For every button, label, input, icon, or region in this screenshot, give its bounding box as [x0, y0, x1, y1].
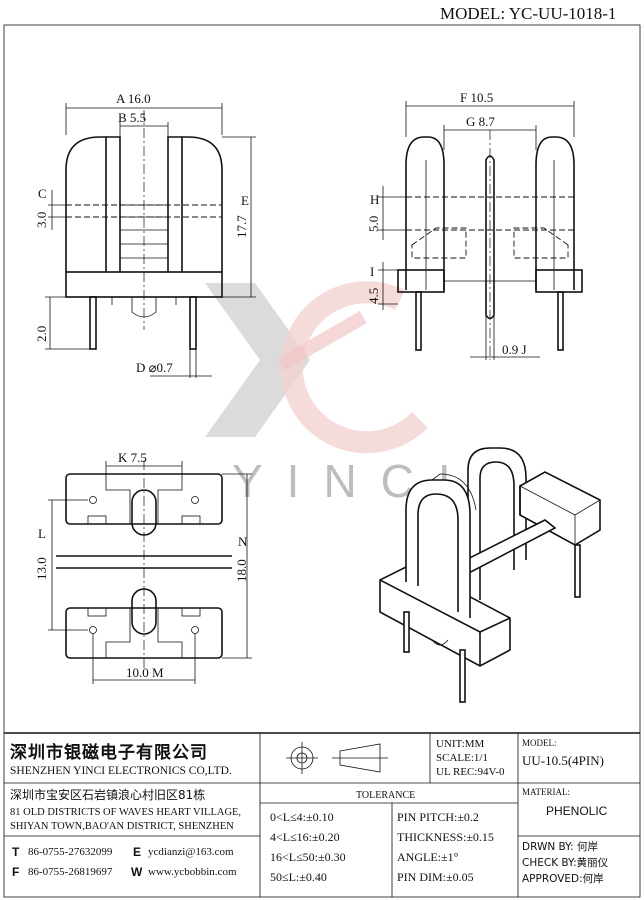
address-en-1: 81 OLD DISTRICTS OF WAVES HEART VILLAGE, — [10, 807, 242, 818]
dim-a: A 16.0 — [116, 91, 151, 106]
dim-j: 0.9 J — [502, 342, 527, 357]
dim-k: K 7.5 — [118, 450, 147, 465]
tol2-3: ANGLE:±1° — [397, 850, 459, 864]
drawn-by: DRWN BY: 何岸 — [522, 841, 599, 853]
email-label: E — [133, 845, 142, 859]
dim-c-label: C — [38, 186, 47, 201]
fax-value: 86-0755-26819697 — [28, 866, 113, 878]
isometric-view — [379, 447, 601, 703]
unit-label: UNIT:MM — [436, 738, 485, 750]
dim-h-label: H — [370, 192, 379, 207]
model-label: MODEL: — [522, 738, 557, 748]
dim-e-label: E — [241, 193, 249, 208]
dim-b: B 5.5 — [118, 110, 146, 125]
front-view — [45, 103, 256, 378]
tolerance-title: TOLERANCE — [356, 790, 416, 801]
model-value: UU-10.5(4PIN) — [522, 753, 604, 768]
title-block — [4, 732, 640, 897]
tol-1: 0<L≤4:±0.10 — [270, 810, 334, 824]
dim-l-value: 13.0 — [34, 557, 49, 580]
page-border — [3, 24, 641, 898]
dim-f: F 10.5 — [460, 90, 493, 105]
tel-label: T — [12, 845, 20, 859]
tol2-2: THICKNESS:±0.15 — [397, 830, 494, 844]
web-label: W — [131, 865, 143, 879]
ul-label: UL REC:94V-0 — [436, 766, 505, 778]
tol2-4: PIN DIM:±0.05 — [397, 870, 474, 884]
company-name-en: SHENZHEN YINCI ELECTRONICS CO,LTD. — [10, 765, 232, 777]
web-value: www.ycbobbin.com — [148, 866, 237, 878]
material-value: PHENOLIC — [546, 804, 608, 818]
watermark-logo — [205, 281, 428, 454]
dim-m: 10.0 M — [126, 665, 164, 680]
dim-i-label: I — [370, 264, 374, 279]
dim-l-label: L — [38, 526, 46, 541]
dim-i-value: 4.5 — [366, 288, 381, 304]
dim-h-value: 5.0 — [366, 216, 381, 232]
dim-n-value: 18.0 — [234, 559, 249, 582]
dim-n-label: N — [238, 534, 248, 549]
tol-2: 4<L≤16:±0.20 — [270, 830, 340, 844]
tol2-1: PIN PITCH:±0.2 — [397, 810, 479, 824]
material-label: MATERIAL: — [522, 787, 570, 797]
dim-e-value: 17.7 — [234, 215, 249, 238]
dim-d: D ⌀0.7 — [136, 360, 173, 375]
scale-label: SCALE:1/1 — [436, 752, 488, 764]
approved-by: APPROVED:何岸 — [522, 873, 604, 885]
check-by: CHECK BY:黄丽仪 — [522, 857, 609, 869]
bottom-view — [48, 460, 252, 684]
dim-g: G 8.7 — [466, 114, 495, 129]
dim-c-value: 3.0 — [34, 212, 49, 228]
email-value: ycdianzi@163.com — [148, 846, 234, 858]
tol-3: 16<L≤50:±0.30 — [270, 850, 346, 864]
model-header: MODEL: YC-UU-1018-1 — [440, 4, 617, 23]
dim-pin-length: 2.0 — [34, 326, 49, 342]
address-cn: 深圳市宝安区石岩镇浪心村旧区81栋 — [10, 788, 206, 802]
tel-value: 86-0755-27632099 — [28, 846, 113, 858]
company-name-cn: 深圳市银磁电子有限公司 — [10, 743, 208, 763]
side-view — [378, 101, 583, 360]
address-en-2: SHIYAN TOWN,BAO'AN DISTRICT, SHENZHEN — [10, 821, 234, 832]
tol-4: 50≤L:±0.40 — [270, 870, 327, 884]
fax-label: F — [12, 865, 20, 879]
